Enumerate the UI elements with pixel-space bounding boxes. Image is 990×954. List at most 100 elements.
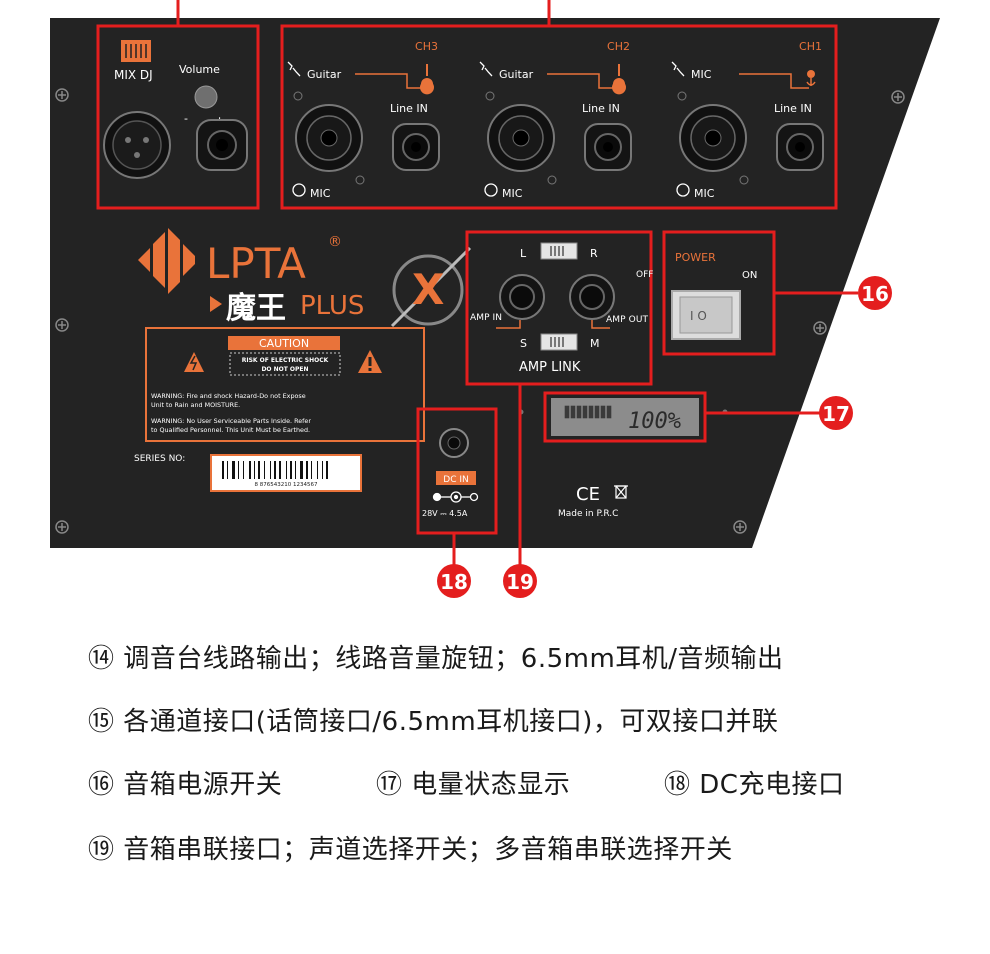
guitar-icon (420, 64, 434, 95)
barcode-bar (243, 461, 244, 479)
svg-text:17: 17 (822, 402, 850, 426)
caution-banner (228, 336, 340, 350)
channels-section-frame (280, 24, 838, 210)
battery-bar (570, 405, 576, 419)
marker-17: 17 (819, 396, 853, 430)
caution-risk-line1: RISK OF ELECTRIC SHOCK (242, 357, 329, 364)
dc-in-spec: 28V ⎓ 4.5A (422, 509, 468, 518)
microphone-icon (807, 70, 815, 78)
headphone-output-jack[interactable] (196, 119, 248, 171)
channel-name: CH3 (415, 40, 438, 53)
caution-label: CAUTION RISK OF ELECTRIC SHOCK DO NOT OP… (145, 327, 425, 442)
dc-polarity-icon (432, 491, 479, 503)
svg-text:16: 16 (861, 282, 889, 306)
channel-input-label: Guitar (307, 68, 342, 81)
xlr-icon (676, 183, 690, 197)
channel-mic-label: MIC (502, 187, 523, 200)
channel-line-label: Line IN (774, 102, 812, 115)
barcode-bar (232, 461, 235, 479)
line-in-jack[interactable] (584, 123, 632, 171)
channel-line-label: Line IN (582, 102, 620, 115)
cable-icon (671, 61, 685, 77)
lpta-logo: LPTA ® 魔王 PLUS X (138, 228, 472, 328)
battery-bar (588, 405, 594, 419)
barcode-bar (295, 461, 296, 479)
barcode-bar (254, 461, 255, 479)
xlr-output-jack[interactable] (103, 111, 171, 179)
warning2-line1: WARNING: No User Serviceable Parts Insid… (151, 417, 311, 425)
volume-label: Volume (179, 63, 220, 76)
line-in-jack[interactable] (392, 123, 440, 171)
amp-in-jack[interactable] (499, 274, 545, 320)
caption-16-number: ⑯ (88, 770, 115, 800)
caption-17: ⑰ 电量状态显示 (376, 764, 570, 801)
amp-link-section: L R AMP IN AMP OUT S M AMP LINK (465, 230, 653, 386)
barcode-bar (326, 461, 328, 479)
battery-bar (606, 405, 612, 419)
caption-18: ⑱ DC充电接口 (664, 764, 844, 801)
series-no-label: SERIES NO: (134, 454, 185, 464)
plus-label: PLUS (300, 291, 364, 321)
x-mark-logo: X (390, 246, 472, 328)
power-section: POWER OFF ON I O (636, 230, 776, 356)
caption-19: ⑲ 音箱串联接口；声道选择开关；多音箱串联选择开关 (88, 829, 733, 866)
channel-mic-label: MIC (310, 187, 331, 200)
battery-lcd (551, 398, 699, 436)
power-switch-symbol: I O (690, 309, 707, 323)
channel-line-label: Line IN (390, 102, 428, 115)
channel-name: CH2 (607, 40, 630, 53)
dc-in-label: DC IN (443, 475, 468, 485)
channel-link-line (739, 73, 809, 89)
barcode-bar (311, 461, 312, 479)
barcode-bar (258, 461, 260, 479)
marker-16: 16 (858, 276, 892, 310)
amp-l-label: L (520, 247, 527, 260)
barcode-bar (274, 461, 276, 479)
sub-brand-cn: 魔王 (226, 291, 286, 326)
battery-section: 100% (518, 391, 728, 443)
ce-mark: CE (576, 484, 600, 505)
caption-16: ⑯ 音箱电源开关 (88, 764, 282, 801)
warning-triangle-icon (184, 352, 204, 372)
combo-input-jack[interactable] (677, 91, 749, 185)
barcode: 8 876543210 1234567 (210, 454, 362, 492)
volume-minus: - (184, 112, 188, 125)
combo-input-jack[interactable] (485, 91, 557, 185)
amp-r-label: R (590, 247, 598, 260)
barcode-bar (317, 461, 318, 479)
barcode-bar (249, 461, 251, 479)
combo-input-jack[interactable] (293, 91, 365, 185)
dc-input-jack[interactable] (439, 428, 469, 458)
caution-title: CAUTION (259, 337, 309, 350)
channel-link-line (355, 73, 425, 89)
caption-18-text: DC充电接口 (699, 770, 845, 800)
barcode-bar (322, 461, 323, 479)
warning1-line1: WARNING: Fire and shock Hazard-Do not Ex… (151, 392, 306, 400)
caption-15-text: 各通道接口(话筒接口/6.5mm耳机接口)，可双接口并联 (123, 707, 779, 737)
caption-15: ⑮ 各通道接口(话筒接口/6.5mm耳机接口)，可双接口并联 (88, 701, 778, 738)
caption-17-text: 电量状态显示 (411, 770, 571, 800)
amp-link-title: AMP LINK (519, 360, 581, 375)
svg-text:18: 18 (440, 570, 468, 594)
guitar-icon (612, 64, 626, 95)
barcode-bar (279, 461, 281, 479)
line-in-jack[interactable] (776, 123, 824, 171)
lpta-logo-icon (138, 228, 195, 294)
power-switch[interactable]: I O (671, 290, 741, 340)
xlr-icon (484, 183, 498, 197)
mix-dj-section: MIX DJ Volume - + (96, 24, 260, 210)
amp-out-jack[interactable] (569, 274, 615, 320)
channel-input-label: Guitar (499, 68, 534, 81)
mix-dj-label: MIX DJ (114, 68, 153, 82)
caption-14-text: 调音台线路输出；线路音量旋钮；6.5mm耳机/音频输出 (123, 644, 784, 674)
barcode-bar (286, 461, 287, 479)
volume-knob[interactable] (194, 85, 218, 109)
dc-in-section: DC IN 28V ⎓ 4.5A (416, 407, 498, 535)
dc-in-badge (436, 471, 476, 485)
caption-15-number: ⑮ (88, 707, 115, 737)
battery-bar (576, 405, 582, 419)
